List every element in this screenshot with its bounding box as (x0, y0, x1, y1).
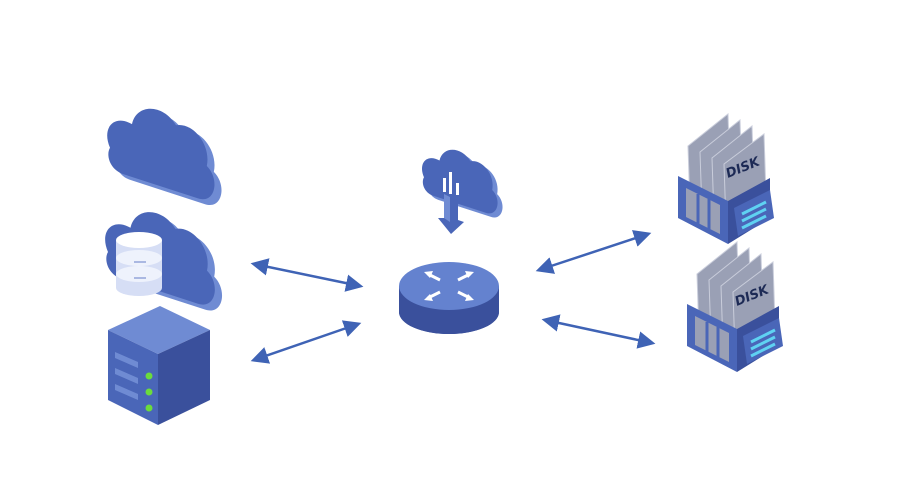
disk-storage-icon: DISK (687, 240, 783, 372)
disk-storage-icon: DISK (678, 112, 774, 244)
connection-arrow (535, 230, 652, 274)
database-icon (116, 232, 162, 296)
connection-arrow (541, 314, 656, 349)
server-icon (108, 306, 210, 425)
status-led (145, 388, 153, 396)
cloud-download-icon (422, 138, 503, 234)
connection-arrow (250, 258, 364, 292)
cloud-icon (107, 93, 222, 210)
cloud-database-icon (105, 196, 223, 316)
connection-arrow (250, 320, 362, 364)
status-led (145, 404, 153, 412)
arrows-expand-icon (424, 271, 474, 301)
status-led (145, 372, 153, 380)
vent-icon (741, 200, 767, 230)
router-icon (399, 262, 499, 334)
vent-icon (750, 328, 776, 358)
